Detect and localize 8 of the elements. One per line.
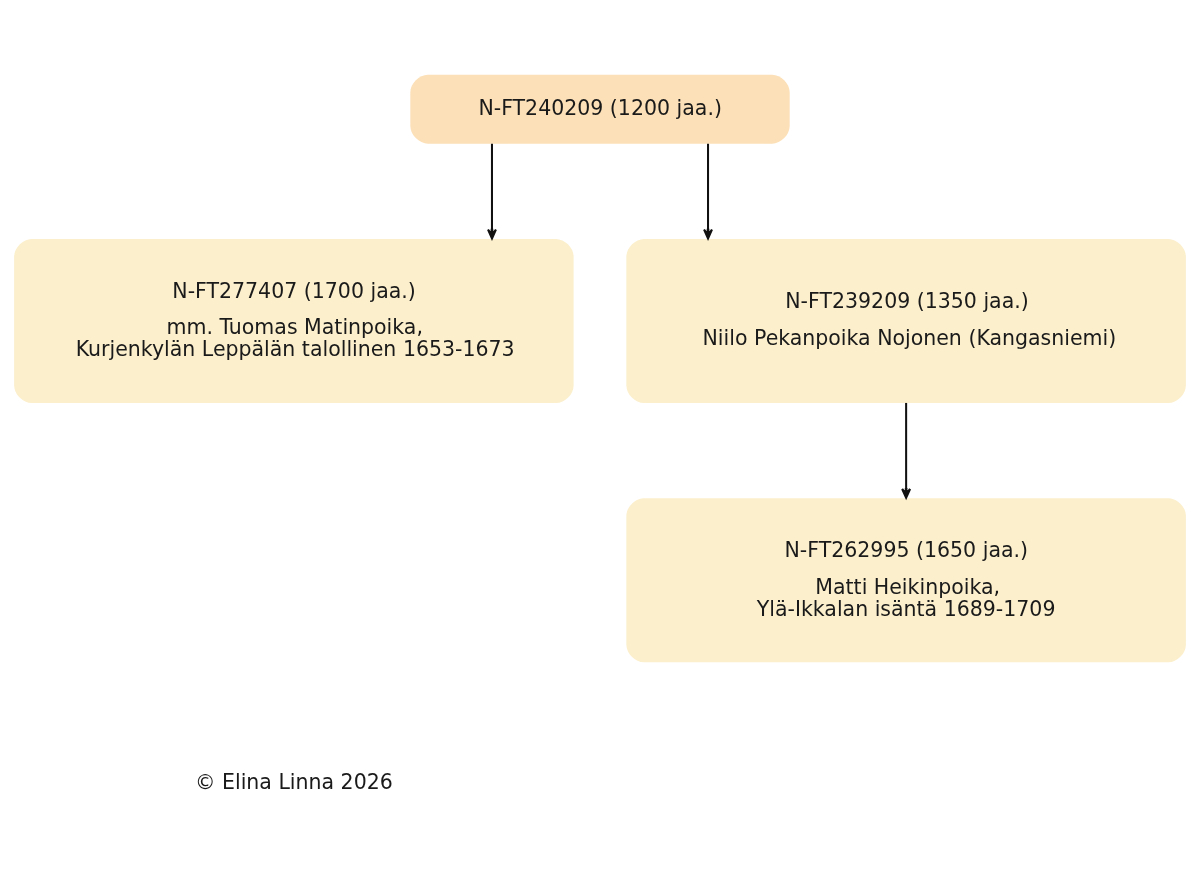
arrow: [487, 143, 497, 240]
node-box: N-FT277407 (1700 jaa.) mm. Tuomas Matinpoika, Kurjenkylän Leppälän talollinen 1653-1673: [14, 238, 574, 403]
arrow: [703, 143, 713, 240]
node-box: N-FT262995 (1650 jaa.) Matti Heikinpoika, Ylä-Ikkalan isäntä 1689-1709: [626, 498, 1186, 663]
node-box: N-FT240209 (1200 jaa.): [410, 74, 790, 144]
label: © Elina Linna 2026: [194, 770, 393, 795]
node-box: N-FT239209 (1350 jaa.) Niilo Pekanpoika Nojonen (Kangasniemi): [626, 238, 1186, 403]
arrow: [901, 402, 912, 499]
